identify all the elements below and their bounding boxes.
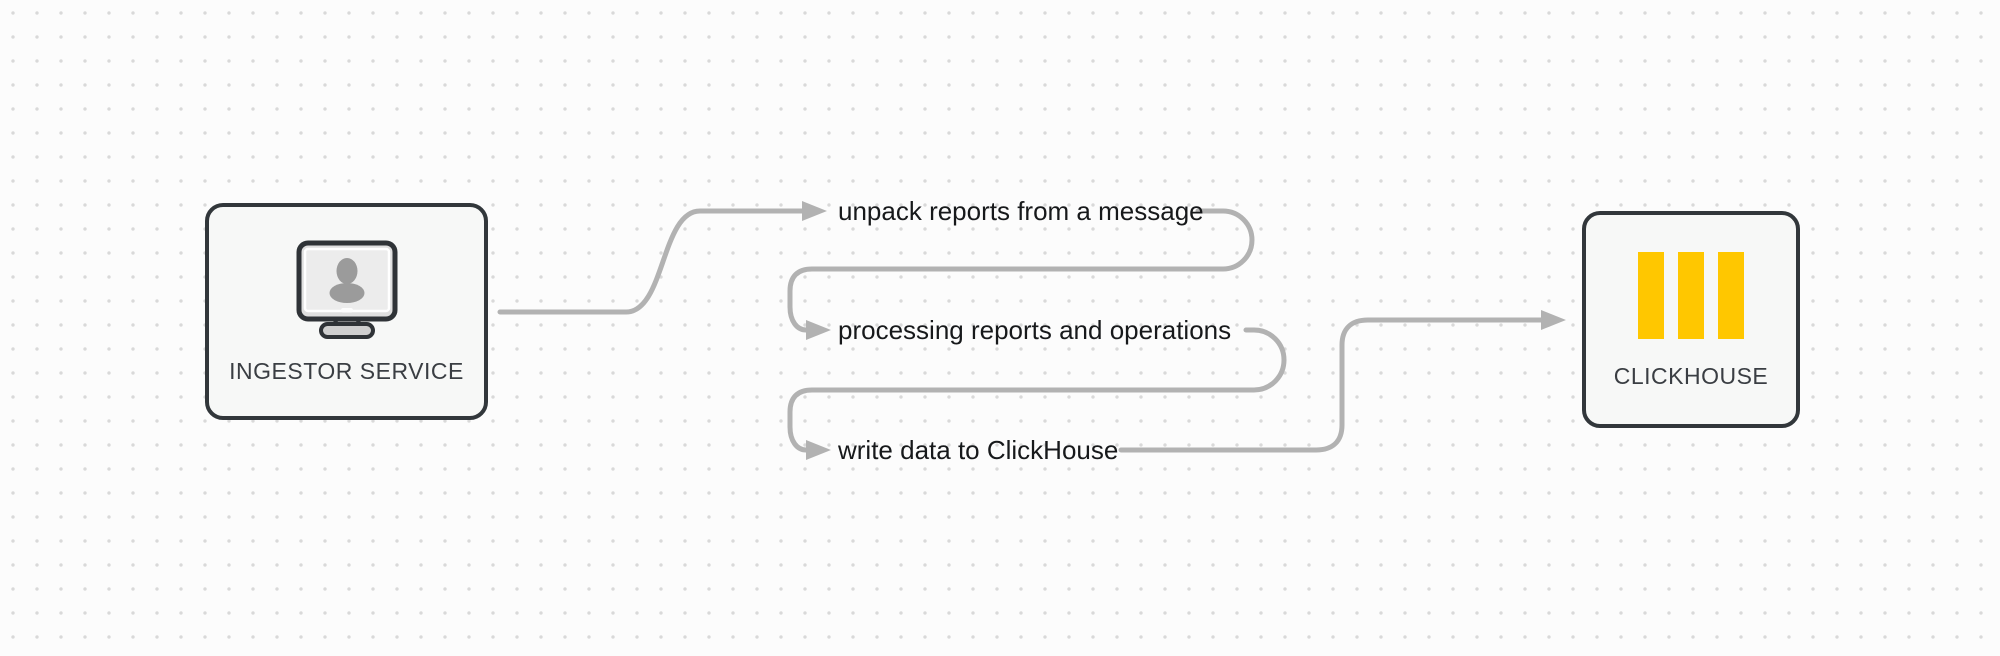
arrowhead-step2-icon (806, 320, 831, 340)
edge-step2-to-step3[interactable] (787, 327, 1287, 453)
clickhouse-bars-icon (1638, 252, 1744, 339)
node-ingestor-service[interactable]: INGESTOR SERVICE (205, 203, 488, 420)
step-label-write-data[interactable]: write data to ClickHouse (838, 435, 1119, 465)
arrowhead-step1-icon (802, 201, 827, 221)
arrowhead-clickhouse-icon (1541, 310, 1566, 330)
edge-step3-to-clickhouse[interactable] (1118, 317, 1544, 453)
edge-step1-to-step2[interactable] (787, 208, 1255, 333)
step-label-unpack-reports[interactable]: unpack reports from a message (838, 196, 1204, 226)
arrowhead-step3-icon (806, 440, 831, 460)
node-clickhouse[interactable]: CLICKHOUSE (1582, 211, 1800, 428)
node-label-clickhouse: CLICKHOUSE (1613, 363, 1769, 389)
edge-ingestor-to-step1[interactable] (497, 208, 805, 315)
monitor-user-icon (296, 240, 397, 339)
node-label-ingestor-service: INGESTOR SERVICE (229, 358, 464, 384)
user-silhouette-icon (329, 258, 364, 303)
step-label-processing-reports[interactable]: processing reports and operations (838, 315, 1232, 345)
